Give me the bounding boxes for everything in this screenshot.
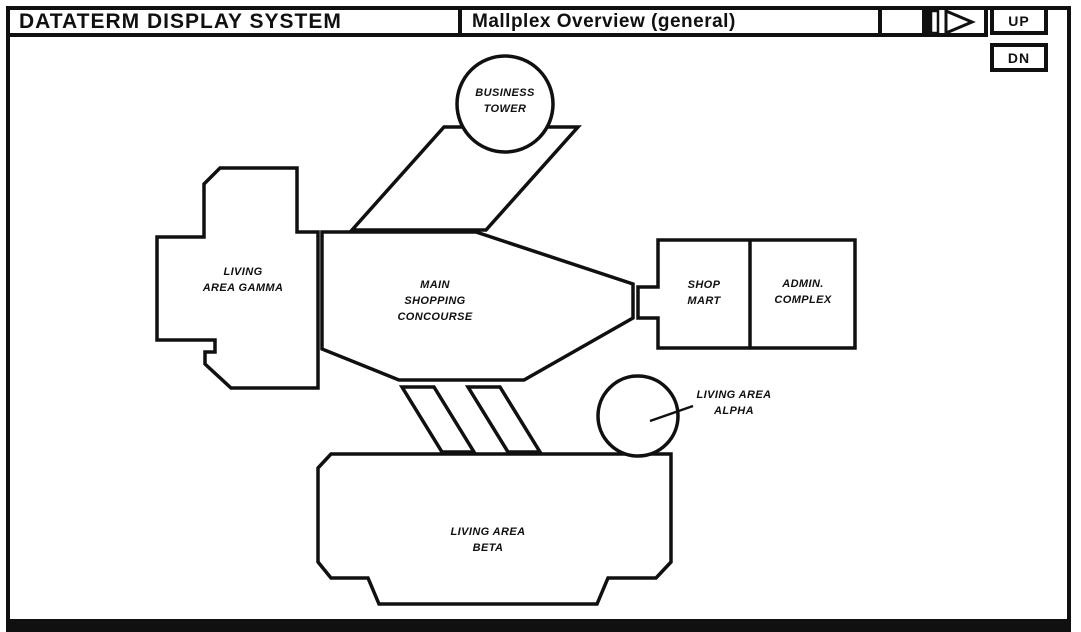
- page-forward-icon[interactable]: [922, 9, 976, 34]
- admin-complex-label-line1: ADMIN.: [782, 278, 824, 290]
- living-area-beta-shape: [316, 452, 673, 606]
- header-bar: DATATERM DISPLAY SYSTEM Mallplex Overvie…: [6, 6, 988, 37]
- living-area-gamma-shape: [155, 166, 320, 390]
- main-shopping-concourse-label: MAIN SHOPPING CONCOURSE: [397, 277, 472, 325]
- shop-mart-label-line2: MART: [687, 295, 721, 307]
- living-area-gamma-label-line1: LIVING: [223, 266, 263, 278]
- living-area-alpha-label-line2: ALPHA: [714, 405, 754, 417]
- admin-complex-label: ADMIN. COMPLEX: [774, 276, 831, 308]
- living-area-alpha-label: LIVING AREA ALPHA: [697, 387, 772, 419]
- living-area-gamma-label-line2: AREA GAMMA: [202, 282, 284, 294]
- living-area-gamma-label: LIVING AREA GAMMA: [203, 264, 284, 296]
- system-title: DATATERM DISPLAY SYSTEM: [10, 10, 462, 33]
- walkway-strip-2: [464, 385, 544, 454]
- shop-mart-label: SHOP MART: [687, 277, 720, 309]
- business-tower-label-line1: BUSINESS: [475, 87, 535, 99]
- business-tower-label: BUSINESS TOWER: [475, 85, 534, 117]
- up-button[interactable]: UP: [990, 6, 1048, 35]
- main-shopping-concourse-label-line2: SHOPPING: [404, 295, 466, 307]
- living-area-beta-label-line1: LIVING AREA: [450, 526, 526, 538]
- main-shopping-concourse-shape: [320, 230, 635, 382]
- living-area-alpha-shape: [596, 374, 680, 458]
- header-icon-area: [882, 9, 984, 34]
- living-area-alpha-label-line1: LIVING AREA: [696, 389, 772, 401]
- page-title: Mallplex Overview (general): [462, 10, 882, 33]
- business-tower-label-line2: TOWER: [483, 103, 527, 115]
- business-tower-walkway-shape: [348, 125, 582, 232]
- living-area-beta-label-line2: BETA: [472, 542, 504, 554]
- shop-mart-admin-complex-shape: [636, 238, 857, 350]
- admin-complex-label-line2: COMPLEX: [774, 294, 832, 306]
- walkway-strip-1: [398, 385, 478, 454]
- business-tower-shape: [455, 54, 555, 154]
- living-area-alpha-pointer-line: [649, 404, 694, 423]
- main-shopping-concourse-label-line1: MAIN: [420, 279, 450, 291]
- living-area-beta-label: LIVING AREA BETA: [451, 524, 526, 556]
- shop-mart-label-line1: SHOP: [687, 279, 721, 291]
- main-shopping-concourse-label-line3: CONCOURSE: [397, 311, 473, 323]
- down-button[interactable]: DN: [990, 43, 1048, 72]
